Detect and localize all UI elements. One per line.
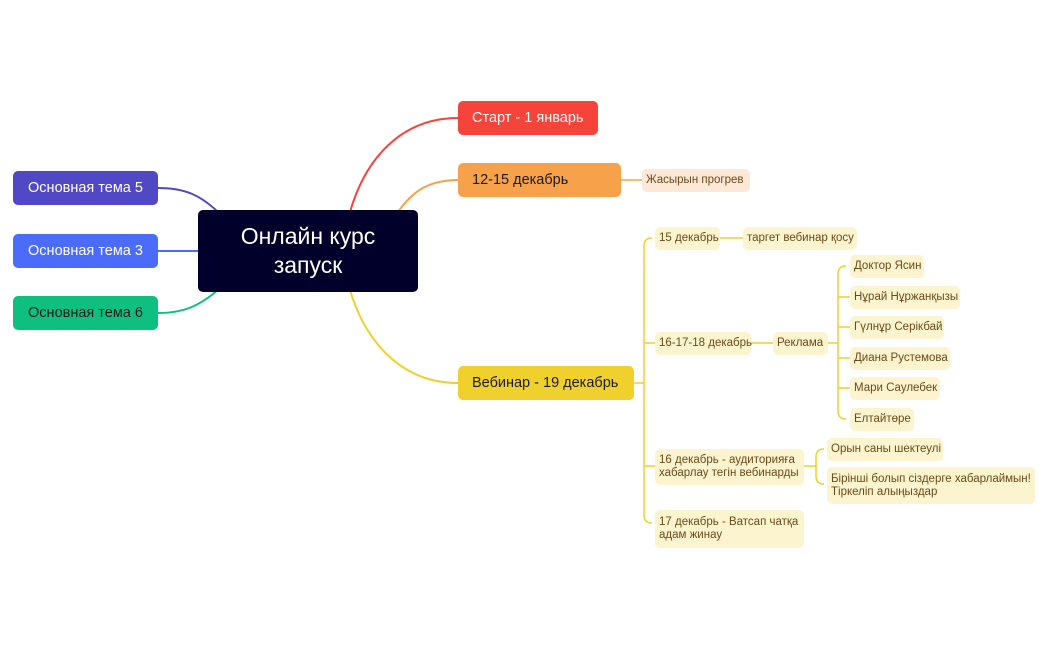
subtopic-person[interactable]: Доктор Ясин bbox=[850, 255, 924, 278]
person-label: Доктор Ясин bbox=[854, 260, 922, 272]
topic-dec12[interactable]: 12-15 декабрь bbox=[458, 163, 621, 197]
link-topic6 bbox=[157, 289, 219, 314]
topic-label: Основная тема 6 bbox=[28, 305, 143, 321]
subtopic-label: 16 декабрь - аудиторияға хабарлау тегін … bbox=[659, 454, 799, 479]
link-webinar bbox=[349, 289, 459, 384]
subtopic-label: 16-17-18 декабрь bbox=[659, 337, 752, 349]
subtopic-label: Жасырын прогрев bbox=[646, 174, 744, 186]
webinar-spine bbox=[643, 237, 653, 524]
topic-label: Старт - 1 январь bbox=[472, 110, 584, 126]
subtopic-birinshi[interactable]: Бірінші болып сіздерге хабарлаймын! Тірк… bbox=[827, 467, 1035, 504]
person-label: Елтайтөре bbox=[854, 413, 911, 425]
subtopic-d17[interactable]: 17 декабрь - Ватсап чатқа адам жинау bbox=[655, 510, 804, 548]
topic-label: 12-15 декабрь bbox=[472, 172, 569, 188]
topic-start[interactable]: Старт - 1 январь bbox=[458, 101, 598, 135]
subtopic-target-webinar[interactable]: таргет вебинар қосу bbox=[743, 227, 857, 250]
link-topic5 bbox=[157, 187, 219, 213]
topic-osnovnaya-5[interactable]: Основная тема 5 bbox=[13, 171, 158, 205]
subtopic-person[interactable]: Нұрай Нұржанқызы bbox=[850, 286, 960, 309]
subtopic-label: Реклама bbox=[777, 337, 824, 349]
topic-osnovnaya-6[interactable]: Основная тема 6 bbox=[13, 296, 158, 330]
subtopic-reklama[interactable]: Реклама bbox=[773, 332, 828, 355]
person-label: Нұрай Нұржанқызы bbox=[854, 291, 959, 303]
subtopic-person[interactable]: Елтайтөре bbox=[850, 408, 914, 431]
subtopic-d161718[interactable]: 16-17-18 декабрь bbox=[655, 332, 752, 355]
root-title: Онлайн курс запуск bbox=[240, 223, 376, 278]
subtopic-label: 17 декабрь - Ватсап чатқа адам жинау bbox=[659, 516, 799, 541]
subtopic-d16[interactable]: 16 декабрь - аудиторияға хабарлау тегін … bbox=[655, 449, 804, 485]
subtopic-person[interactable]: Мари Саулебек bbox=[850, 377, 940, 400]
subtopic-oryn-sany[interactable]: Орын саны шектеулі bbox=[827, 438, 943, 461]
subtopic-label: Бірінші болып сіздерге хабарлаймын! Тірк… bbox=[831, 472, 1031, 498]
subtopic-person[interactable]: Диана Рустемова bbox=[850, 347, 950, 370]
topic-webinar[interactable]: Вебинар - 19 декабрь bbox=[458, 366, 634, 400]
subtopic-person[interactable]: Гүлнұр Серікбай bbox=[850, 316, 944, 339]
subtopic-label: Орын саны шектеулі bbox=[831, 443, 942, 455]
topic-osnovnaya-3[interactable]: Основная тема 3 bbox=[13, 234, 158, 268]
subtopic-zhasyryn-progrev[interactable]: Жасырын прогрев bbox=[642, 169, 750, 192]
topic-label: Основная тема 5 bbox=[28, 180, 143, 196]
subtopic-label: 15 декабрь bbox=[659, 232, 719, 244]
person-label: Гүлнұр Серікбай bbox=[854, 321, 943, 333]
root-topic[interactable]: Онлайн курс запуск bbox=[198, 210, 418, 292]
person-label: Диана Рустемова bbox=[854, 352, 948, 364]
topic-label: Вебинар - 19 декабрь bbox=[472, 375, 619, 391]
topic-label: Основная тема 3 bbox=[28, 243, 143, 259]
person-label: Мари Саулебек bbox=[854, 382, 938, 394]
subtopic-label: таргет вебинар қосу bbox=[747, 232, 854, 244]
link-dec12 bbox=[397, 179, 459, 213]
link-start bbox=[349, 117, 459, 213]
d16-spine bbox=[815, 448, 825, 485]
reklama-spine bbox=[837, 265, 847, 420]
subtopic-d15[interactable]: 15 декабрь bbox=[655, 227, 720, 250]
